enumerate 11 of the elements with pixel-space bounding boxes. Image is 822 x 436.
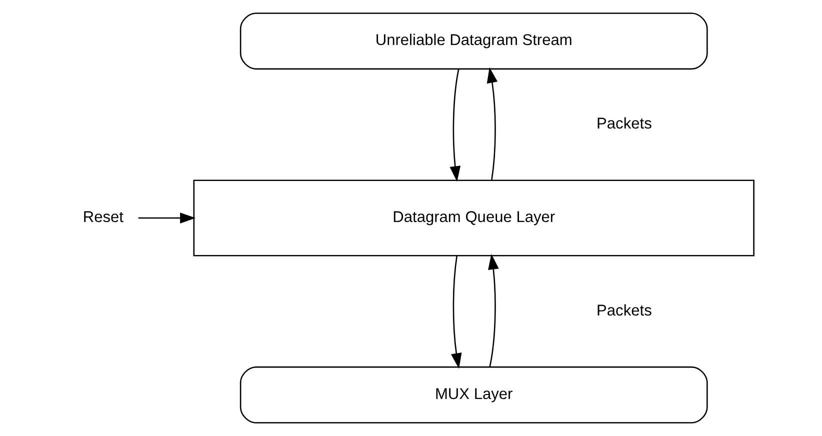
- arrow: [138, 212, 196, 224]
- arrow: [450, 256, 462, 369]
- node-text: Reset: [82, 209, 124, 226]
- arrow: [486, 67, 498, 180]
- label: Packets: [596, 302, 652, 320]
- arrow: [488, 254, 499, 367]
- node-box: Unreliable Datagram Stream: [240, 12, 708, 70]
- label: Packets: [596, 116, 652, 133]
- node-box: MUX Layer: [240, 366, 708, 424]
- arrow: [450, 69, 461, 182]
- node-box: Datagram Queue Layer: [193, 180, 754, 256]
